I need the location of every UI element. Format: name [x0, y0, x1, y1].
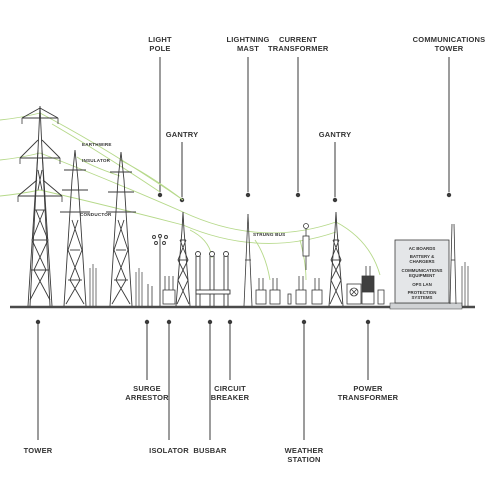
- control-room-item-comms: COMMUNICATIONS EQUIPMENT: [401, 268, 443, 279]
- gantry-left: [175, 211, 191, 307]
- weather-station-label: WEATHER STATION: [284, 446, 324, 464]
- conductor-line: [0, 189, 41, 197]
- busbar-label: BUSBAR: [193, 446, 227, 455]
- leader-dot: [332, 197, 338, 203]
- surge-arrestor-label: SURGE ARRESTOR: [125, 384, 169, 402]
- earthwire-line: [51, 123, 161, 193]
- circuit-breaker-label: CIRCUIT BREAKER: [210, 384, 250, 402]
- strung-bus-line: [182, 211, 337, 234]
- communications-tower-label: COMMUNICATIONS TOWER: [412, 35, 486, 53]
- surge-arrestor-isolator: [147, 276, 176, 306]
- power-transformer-label: POWER TRANSFORMER: [337, 384, 399, 402]
- conductor-line: [0, 152, 41, 161]
- current-transformer: [302, 223, 310, 270]
- conductor-line: [76, 156, 121, 177]
- light-pole: [152, 234, 168, 306]
- tower-label: TOWER: [23, 446, 53, 455]
- strung-bus-line: [182, 224, 337, 244]
- drop-line: [299, 239, 307, 281]
- leader-dot: [295, 192, 301, 198]
- tower-medium: [60, 149, 90, 307]
- control-room-item-battery: BATTERY & CHARGERS: [409, 254, 435, 265]
- fence-left: [89, 264, 143, 306]
- leader-dot: [245, 192, 251, 198]
- gantry-right: [328, 211, 344, 307]
- conductor-label: CONDUCTOR: [80, 212, 112, 217]
- strung-bus-label: STRUNG BUS: [253, 232, 286, 237]
- power-transformer: [346, 266, 385, 305]
- earthwire-label: EARTHWIRE: [82, 142, 112, 147]
- lightning-mast-label: LIGHTNING MAST: [226, 35, 270, 53]
- tower-third: [106, 151, 136, 307]
- fence-right: [461, 262, 469, 306]
- conductor-line: [39, 112, 184, 201]
- control-room-item-ac-boards: AC BOARDS: [408, 246, 436, 251]
- control-room-slab: [389, 302, 463, 310]
- isolator-label: ISOLATOR: [149, 446, 189, 455]
- leader-dot: [157, 192, 163, 198]
- control-room-item-protection: PROTECTION SYSTEMS: [407, 290, 437, 301]
- gantry-left-label: GANTRY: [165, 130, 199, 139]
- bus-equipment: [255, 276, 323, 305]
- control-room-box: [394, 239, 450, 304]
- light-pole-label: LIGHT POLE: [148, 35, 172, 53]
- conductor-line: [119, 159, 184, 201]
- bottom-leader-dots: [35, 319, 371, 325]
- current-transformer-label: CURRENT TRANSFORMER: [268, 35, 329, 53]
- insulator-label: INSULATOR: [82, 158, 111, 163]
- conductor-line: [335, 221, 381, 276]
- bottom-leaders: [37, 322, 369, 440]
- conductor-line: [39, 189, 184, 226]
- tower-large-insulators: [17, 118, 63, 202]
- conductor-line: [0, 112, 41, 121]
- gantry-right-label: GANTRY: [318, 130, 352, 139]
- control-room-item-ops-lan: OPS LAN: [412, 282, 432, 287]
- conductor-line: [39, 152, 184, 213]
- lightning-mast: [243, 213, 253, 307]
- top-leaders: [159, 57, 450, 197]
- leader-dot: [446, 192, 452, 198]
- drop-line: [254, 239, 271, 281]
- top-leader-dots: [157, 192, 452, 203]
- tower-large: [17, 105, 63, 307]
- circuit-breakers: [195, 251, 231, 306]
- communications-tower: [449, 223, 457, 305]
